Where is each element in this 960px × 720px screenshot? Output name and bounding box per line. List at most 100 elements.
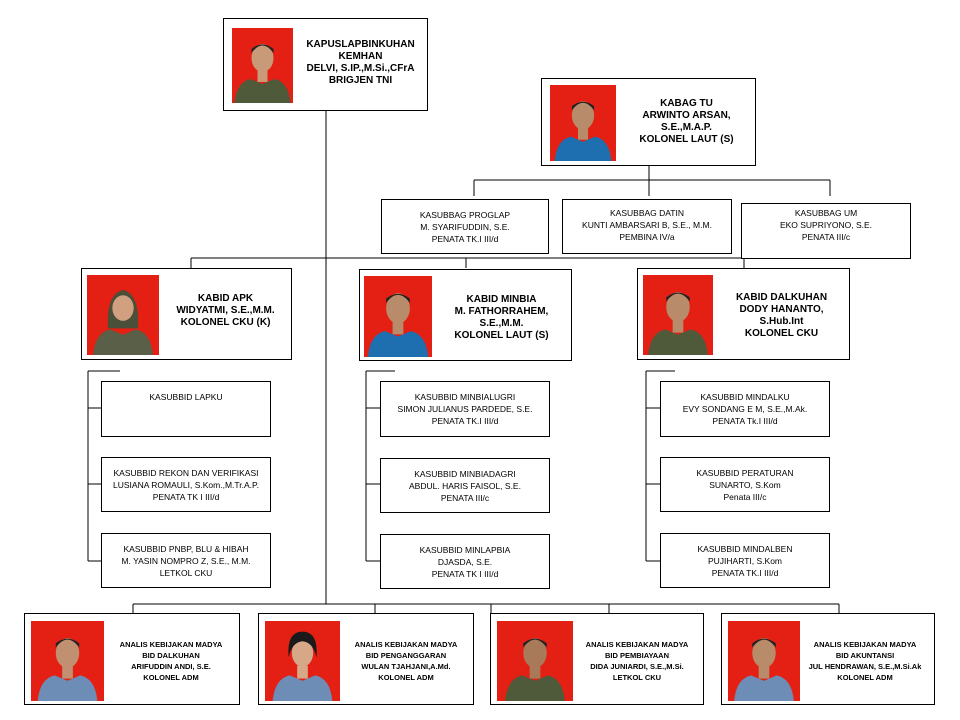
kasubbid-line: SUNARTO, S.Kom [709,480,781,490]
kasubbag-line: M. SYARIFUDDIN, S.E. [420,222,510,232]
kasubbid-line: LUSIANA ROMAULI, S.Kom.,M.Tr.A.P. [113,480,259,490]
kabid-line: KABID APK [197,293,254,304]
kasubbid-line: PENATA TK I III/d [152,492,220,502]
kasubbid-text: KASUBBID MINDALBEN PUJIHARTI, S.Kom PENA… [661,543,829,579]
analis-line: ANALIS KEBIJAKAN MADYA [813,640,917,649]
kasubbid-mindalku-box: KASUBBID MINDALKU EVY SONDANG E M, S.E.,… [660,381,830,437]
analis-photo [728,621,800,701]
kabag-tu-line: S.E.,M.A.P. [661,122,712,133]
head-line: KEMHAN [338,51,383,62]
kasubbid-line: KASUBBID MINDALKU [700,392,790,402]
analis-line: ANALIS KEBIJAKAN MADYA [354,640,458,649]
analis-line: DIDA JUNIARDI, S.E.,M.Si. [590,662,684,671]
analis-title: ANALIS KEBIJAKAN MADYA BID PENGANGGARAN … [341,639,471,683]
kasubbid-peraturan-box: KASUBBID PERATURAN SUNARTO, S.Kom Penata… [660,457,830,512]
person-portrait-icon [272,631,333,701]
kasubbid-line: Penata III/c [723,492,767,502]
kabid-line: DODY HANANTO, [739,304,824,315]
person-portrait-icon [93,289,153,355]
person-portrait-icon [648,292,708,355]
kabid-apk-box: KABID APK WIDYATMI, S.E.,M.M. KOLONEL CK… [81,268,292,360]
person-portrait-icon [734,638,794,701]
kasubbid-text: KASUBBID PNBP, BLU & HIBAH M. YASIN NOMP… [102,543,270,579]
analis-line: BID DALKUHAN [142,651,200,660]
kabid-line: KABID MINBIA [466,294,537,305]
analis-line: ANALIS KEBIJAKAN MADYA [119,640,223,649]
kasubbag-line: PENATA TK.I III/d [431,234,499,244]
kasubbid-line: KASUBBID MINBIALUGRI [414,392,516,402]
kabid-minbia-title: KABID MINBIA M. FATHORRAHEM, S.E.,M.M. K… [434,294,569,342]
kabid-line: KABID DALKUHAN [735,292,828,303]
kabag-tu-line: ARWINTO ARSAN, [642,110,731,121]
kasubbag-datin-box: KASUBBAG DATIN KUNTI AMBARSARI B, S.E., … [562,199,732,254]
analis-line: BID PENGANGGARAN [365,651,447,660]
kasubbag-line: PENATA III/c [801,232,851,242]
kasubbid-line: PENATA TK.I III/d [711,568,779,578]
analis-line: KOLONEL ADM [378,673,434,682]
kasubbid-line: PENATA TK.I III/d [431,416,499,426]
head-title: KAPUSLAPBINKUHAN KEMHAN DELVI, S.IP.,M.S… [296,39,425,87]
analis-line: BID PEMBIAYAAN [604,651,670,660]
kasubbid-line: KASUBBID MINBIADAGRI [414,469,516,479]
kabid-dalkuhan-photo [643,275,713,355]
kasubbid-rekon-box: KASUBBID REKON DAN VERIFIKASI LUSIANA RO… [101,457,271,512]
kasubbag-line: KUNTI AMBARSARI B, S.E., M.M. [582,220,712,230]
kasubbag-proglap-box: KASUBBAG PROGLAP M. SYARIFUDDIN, S.E. PE… [381,199,549,254]
kasubbag-line: KASUBBAG PROGLAP [419,210,511,220]
kabid-line: KOLONEL LAUT (S) [454,330,549,341]
head-line: BRIGJEN TNI [328,75,393,86]
analis-line: KOLONEL ADM [837,673,893,682]
kasubbag-line: KASUBBAG DATIN [610,208,684,218]
analis-line: JUL HENDRAWAN, S.E.,M.Si.Ak [808,662,922,671]
kasubbid-text: KASUBBID MINBIALUGRI SIMON JULIANUS PARD… [381,391,549,427]
kabag-tu-box: KABAG TU ARWINTO ARSAN, S.E.,M.A.P. KOLO… [541,78,756,166]
kabag-tu-line: KABAG TU [660,98,713,109]
person-portrait-icon [554,101,612,161]
kasubbid-mindalben-box: KASUBBID MINDALBEN PUJIHARTI, S.Kom PENA… [660,533,830,588]
analis-photo [31,621,104,701]
kasubbid-line: PUJIHARTI, S.Kom [708,556,782,566]
analis-line: ARIFUDDIN ANDI, S.E. [131,662,211,671]
kasubbag-line: EKO SUPRIYONO, S.E. [779,220,873,230]
analis-line: WULAN TJAHJANI,A.Md. [361,662,451,671]
kasubbid-line: KASUBBID LAPKU [149,392,223,402]
kabid-line: KOLONEL CKU (K) [180,317,271,328]
kasubbid-line: EVY SONDANG E M, S.E.,M.Ak. [682,404,808,414]
person-portrait-icon [367,293,429,357]
kasubbid-lapku-box: KASUBBID LAPKU [101,381,271,437]
analis-title: ANALIS KEBIJAKAN MADYA BID AKUNTANSI JUL… [798,639,932,683]
kasubbag-um-box: KASUBBAG UM EKO SUPRIYONO, S.E. PENATA I… [741,203,911,259]
kabid-line: KOLONEL CKU [744,328,819,339]
kasubbid-text: KASUBBID MINLAPBIA DJASDA, S.E. PENATA T… [381,544,549,580]
kabid-apk-title: KABID APK WIDYATMI, S.E.,M.M. KOLONEL CK… [162,293,289,329]
kasubbid-line: PENATA TK I III/d [431,569,499,579]
analis-title: ANALIS KEBIJAKAN MADYA BID PEMBIAYAAN DI… [573,639,701,683]
kabid-dalkuhan-box: KABID DALKUHAN DODY HANANTO, S.Hub.Int K… [637,268,850,360]
kasubbag-text: KASUBBAG PROGLAP M. SYARIFUDDIN, S.E. PE… [382,209,548,245]
analis-penganggaran-box: ANALIS KEBIJAKAN MADYA BID PENGANGGARAN … [258,613,474,705]
analis-pembiayaan-box: ANALIS KEBIJAKAN MADYA BID PEMBIAYAAN DI… [490,613,704,705]
head-box: KAPUSLAPBINKUHAN KEMHAN DELVI, S.IP.,M.S… [223,18,428,111]
kabag-tu-line: KOLONEL LAUT (S) [639,134,734,145]
kasubbag-text: KASUBBAG DATIN KUNTI AMBARSARI B, S.E., … [563,207,731,243]
kasubbid-text: KASUBBID LAPKU [102,391,270,403]
person-portrait-icon [37,638,98,701]
kasubbid-line: KASUBBID PNBP, BLU & HIBAH [123,544,249,554]
kasubbid-text: KASUBBID REKON DAN VERIFIKASI LUSIANA RO… [102,467,270,503]
kabid-line: M. FATHORRAHEM, [454,306,549,317]
kasubbid-line: SIMON JULIANUS PARDEDE, S.E. [397,404,533,414]
kasubbid-line: PENATA III/c [440,493,490,503]
kasubbid-text: KASUBBID PERATURAN SUNARTO, S.Kom Penata… [661,467,829,503]
kabid-line: S.E.,M.M. [479,318,524,329]
kabid-dalkuhan-title: KABID DALKUHAN DODY HANANTO, S.Hub.Int K… [716,292,847,340]
kasubbid-line: PENATA Tk.I III/d [712,416,778,426]
analis-line: LETKOL CKU [612,673,662,682]
kasubbid-line: ABDUL. HARIS FAISOL, S.E. [409,481,521,491]
analis-akuntansi-box: ANALIS KEBIJAKAN MADYA BID AKUNTANSI JUL… [721,613,935,705]
kasubbid-line: KASUBBID MINDALBEN [697,544,793,554]
kabid-line: WIDYATMI, S.E.,M.M. [176,305,275,316]
kasubbid-text: KASUBBID MINBIADAGRI ABDUL. HARIS FAISOL… [381,468,549,504]
analis-title: ANALIS KEBIJAKAN MADYA BID DALKUHAN ARIF… [105,639,237,683]
person-portrait-icon [505,638,565,701]
